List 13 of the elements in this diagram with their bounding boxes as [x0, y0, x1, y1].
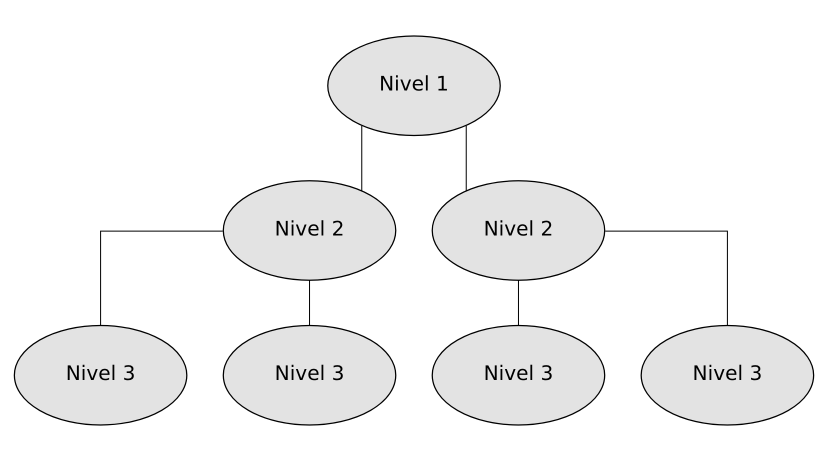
connector	[465, 125, 466, 190]
connector	[517, 280, 518, 325]
node-ellipse: Nivel 3	[13, 324, 187, 426]
node-ellipse: Nivel 1	[326, 34, 500, 136]
node-ellipse: Nivel 2	[222, 180, 396, 280]
node-ellipse: Nivel 3	[640, 324, 814, 426]
connector	[100, 230, 222, 325]
node-ellipse: Nivel 3	[431, 324, 605, 426]
connector	[360, 125, 362, 190]
node-ellipse: Nivel 2	[431, 180, 605, 280]
node-ellipse: Nivel 3	[222, 324, 396, 426]
connector	[604, 230, 728, 325]
connector	[308, 280, 310, 325]
